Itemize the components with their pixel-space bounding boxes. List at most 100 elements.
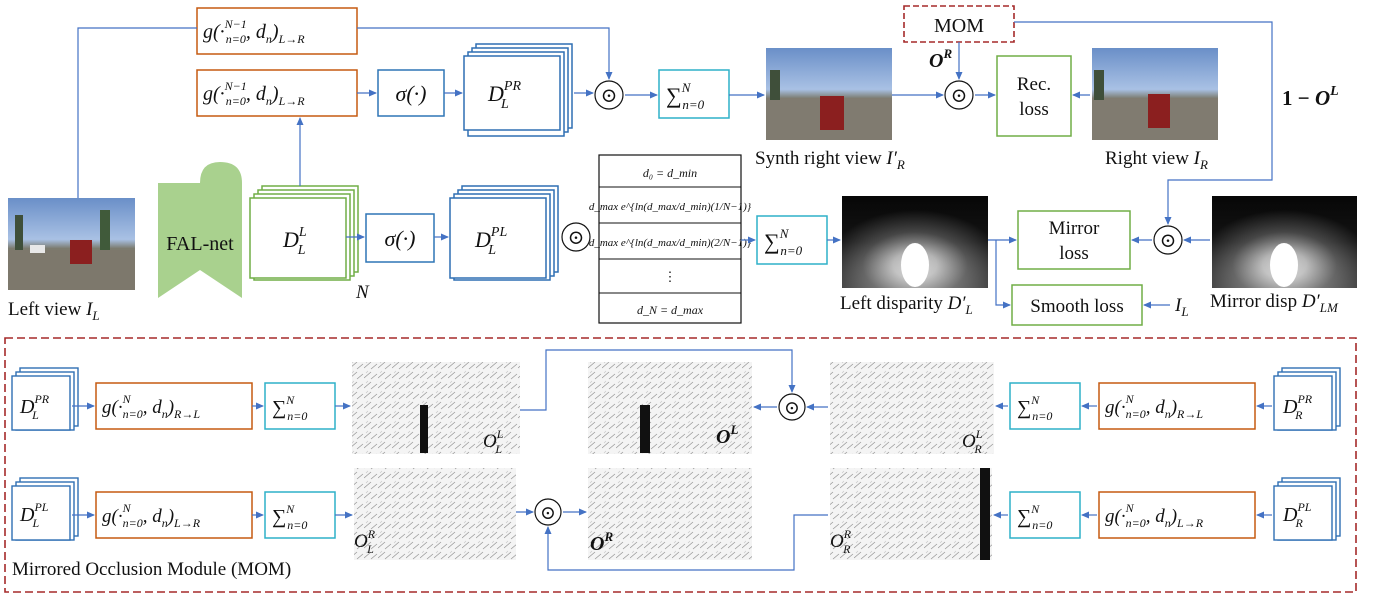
occlusion-map-or-l <box>830 362 994 454</box>
odot-top <box>594 80 624 110</box>
mom-dpl-stack-left <box>11 477 79 541</box>
mom-title: Mirrored Occlusion Module (MOM) <box>12 559 291 580</box>
ol-output-label: OL <box>716 422 738 448</box>
mirror-loss-box <box>1017 210 1131 270</box>
fal-net-block <box>158 162 242 298</box>
left-disparity-image <box>842 196 988 288</box>
table-row-3: ⋮ <box>664 269 677 284</box>
occlusion-map-or <box>588 468 752 560</box>
mom-dpl-stack-right <box>1273 477 1341 541</box>
mom-box <box>903 5 1015 43</box>
dpr-stack-top <box>463 43 573 137</box>
svg-text:Smooth loss: Smooth loss <box>1030 296 1123 317</box>
synth-right-image <box>766 48 892 140</box>
mom-region <box>4 337 1357 593</box>
smooth-loss-box <box>1011 284 1143 326</box>
mom-sum-box-r1-left <box>264 382 336 430</box>
rec-loss-box <box>996 55 1072 137</box>
odot-mom-r1 <box>778 393 806 421</box>
occlusion-map-ol <box>588 362 752 454</box>
left-disparity-caption: Left disparity D′L <box>840 293 973 317</box>
svg-text:⊙: ⊙ <box>784 398 800 419</box>
top-connectors <box>77 21 1273 309</box>
synth-right-caption: Synth right view I′R <box>755 148 905 172</box>
mom-sum-box-r1-right <box>1009 382 1081 430</box>
mom-dpr-stack-left <box>11 367 79 431</box>
occlusion-map-ol-l <box>352 362 520 454</box>
one-minus-ol-label: 1 − OL <box>1282 84 1339 110</box>
right-view-image <box>1092 48 1218 140</box>
disparity-table <box>598 154 742 324</box>
occlusion-map-or-r <box>830 468 992 560</box>
svg-text:⊙: ⊙ <box>601 85 618 107</box>
svg-text:loss: loss <box>1059 243 1089 264</box>
table-row-1: d_max e^{ln(d_max/d_min)(1/N−1)} <box>589 201 752 213</box>
left-view-image <box>8 198 135 290</box>
odot-disparity <box>561 222 591 252</box>
left-view-caption: Left view IL <box>8 299 100 323</box>
sum-box-top <box>658 69 730 119</box>
dl-stack <box>249 185 359 281</box>
svg-text:Mirror: Mirror <box>1049 218 1100 239</box>
mom-box-label: MOM <box>934 15 984 37</box>
mom-connectors <box>72 349 1272 571</box>
svg-text:⊙: ⊙ <box>1160 230 1177 252</box>
mom-g-box-r2-right <box>1098 491 1256 539</box>
table-row-2: d_max e^{ln(d_max/d_min)(2/N−1)} <box>589 237 752 249</box>
mirror-disp-caption: Mirror disp D′LM <box>1210 291 1339 315</box>
svg-text:⊙: ⊙ <box>540 503 556 524</box>
mom-g-box-r1-right <box>1098 382 1256 430</box>
dpl-stack <box>449 185 559 281</box>
or-output-label: OR <box>590 529 613 555</box>
sigma-label-lower: σ(·) <box>384 226 415 251</box>
sum-box-lower <box>756 215 828 265</box>
n-channels-label: N <box>355 282 370 303</box>
mom-g-box-r1-left <box>95 382 253 430</box>
fal-net-label: FAL-net <box>166 233 234 255</box>
table-row-0: d₀ = d_min <box>643 166 697 180</box>
svg-text:loss: loss <box>1019 99 1049 120</box>
g-box-top-1 <box>196 7 358 55</box>
sigma-box-top <box>377 69 445 117</box>
odot-rec <box>944 80 974 110</box>
svg-text:Rec.: Rec. <box>1017 74 1051 95</box>
mom-sum-box-r2-right <box>1009 491 1081 539</box>
svg-text:⊙: ⊙ <box>568 227 585 249</box>
o-r-top-label: OR <box>929 46 952 72</box>
table-row-4: d_N = d_max <box>637 303 704 317</box>
right-view-caption: Right view IR <box>1105 148 1208 172</box>
smooth-input-label: IL <box>1174 295 1189 319</box>
odot-mirror <box>1153 225 1183 255</box>
odot-mom-r2 <box>534 498 562 526</box>
mom-dpr-stack-right <box>1273 367 1341 431</box>
mirror-disp-image <box>1212 196 1357 288</box>
svg-text:⊙: ⊙ <box>951 85 968 107</box>
occlusion-map-ol-r <box>354 468 516 560</box>
sigma-box-lower <box>365 213 435 263</box>
